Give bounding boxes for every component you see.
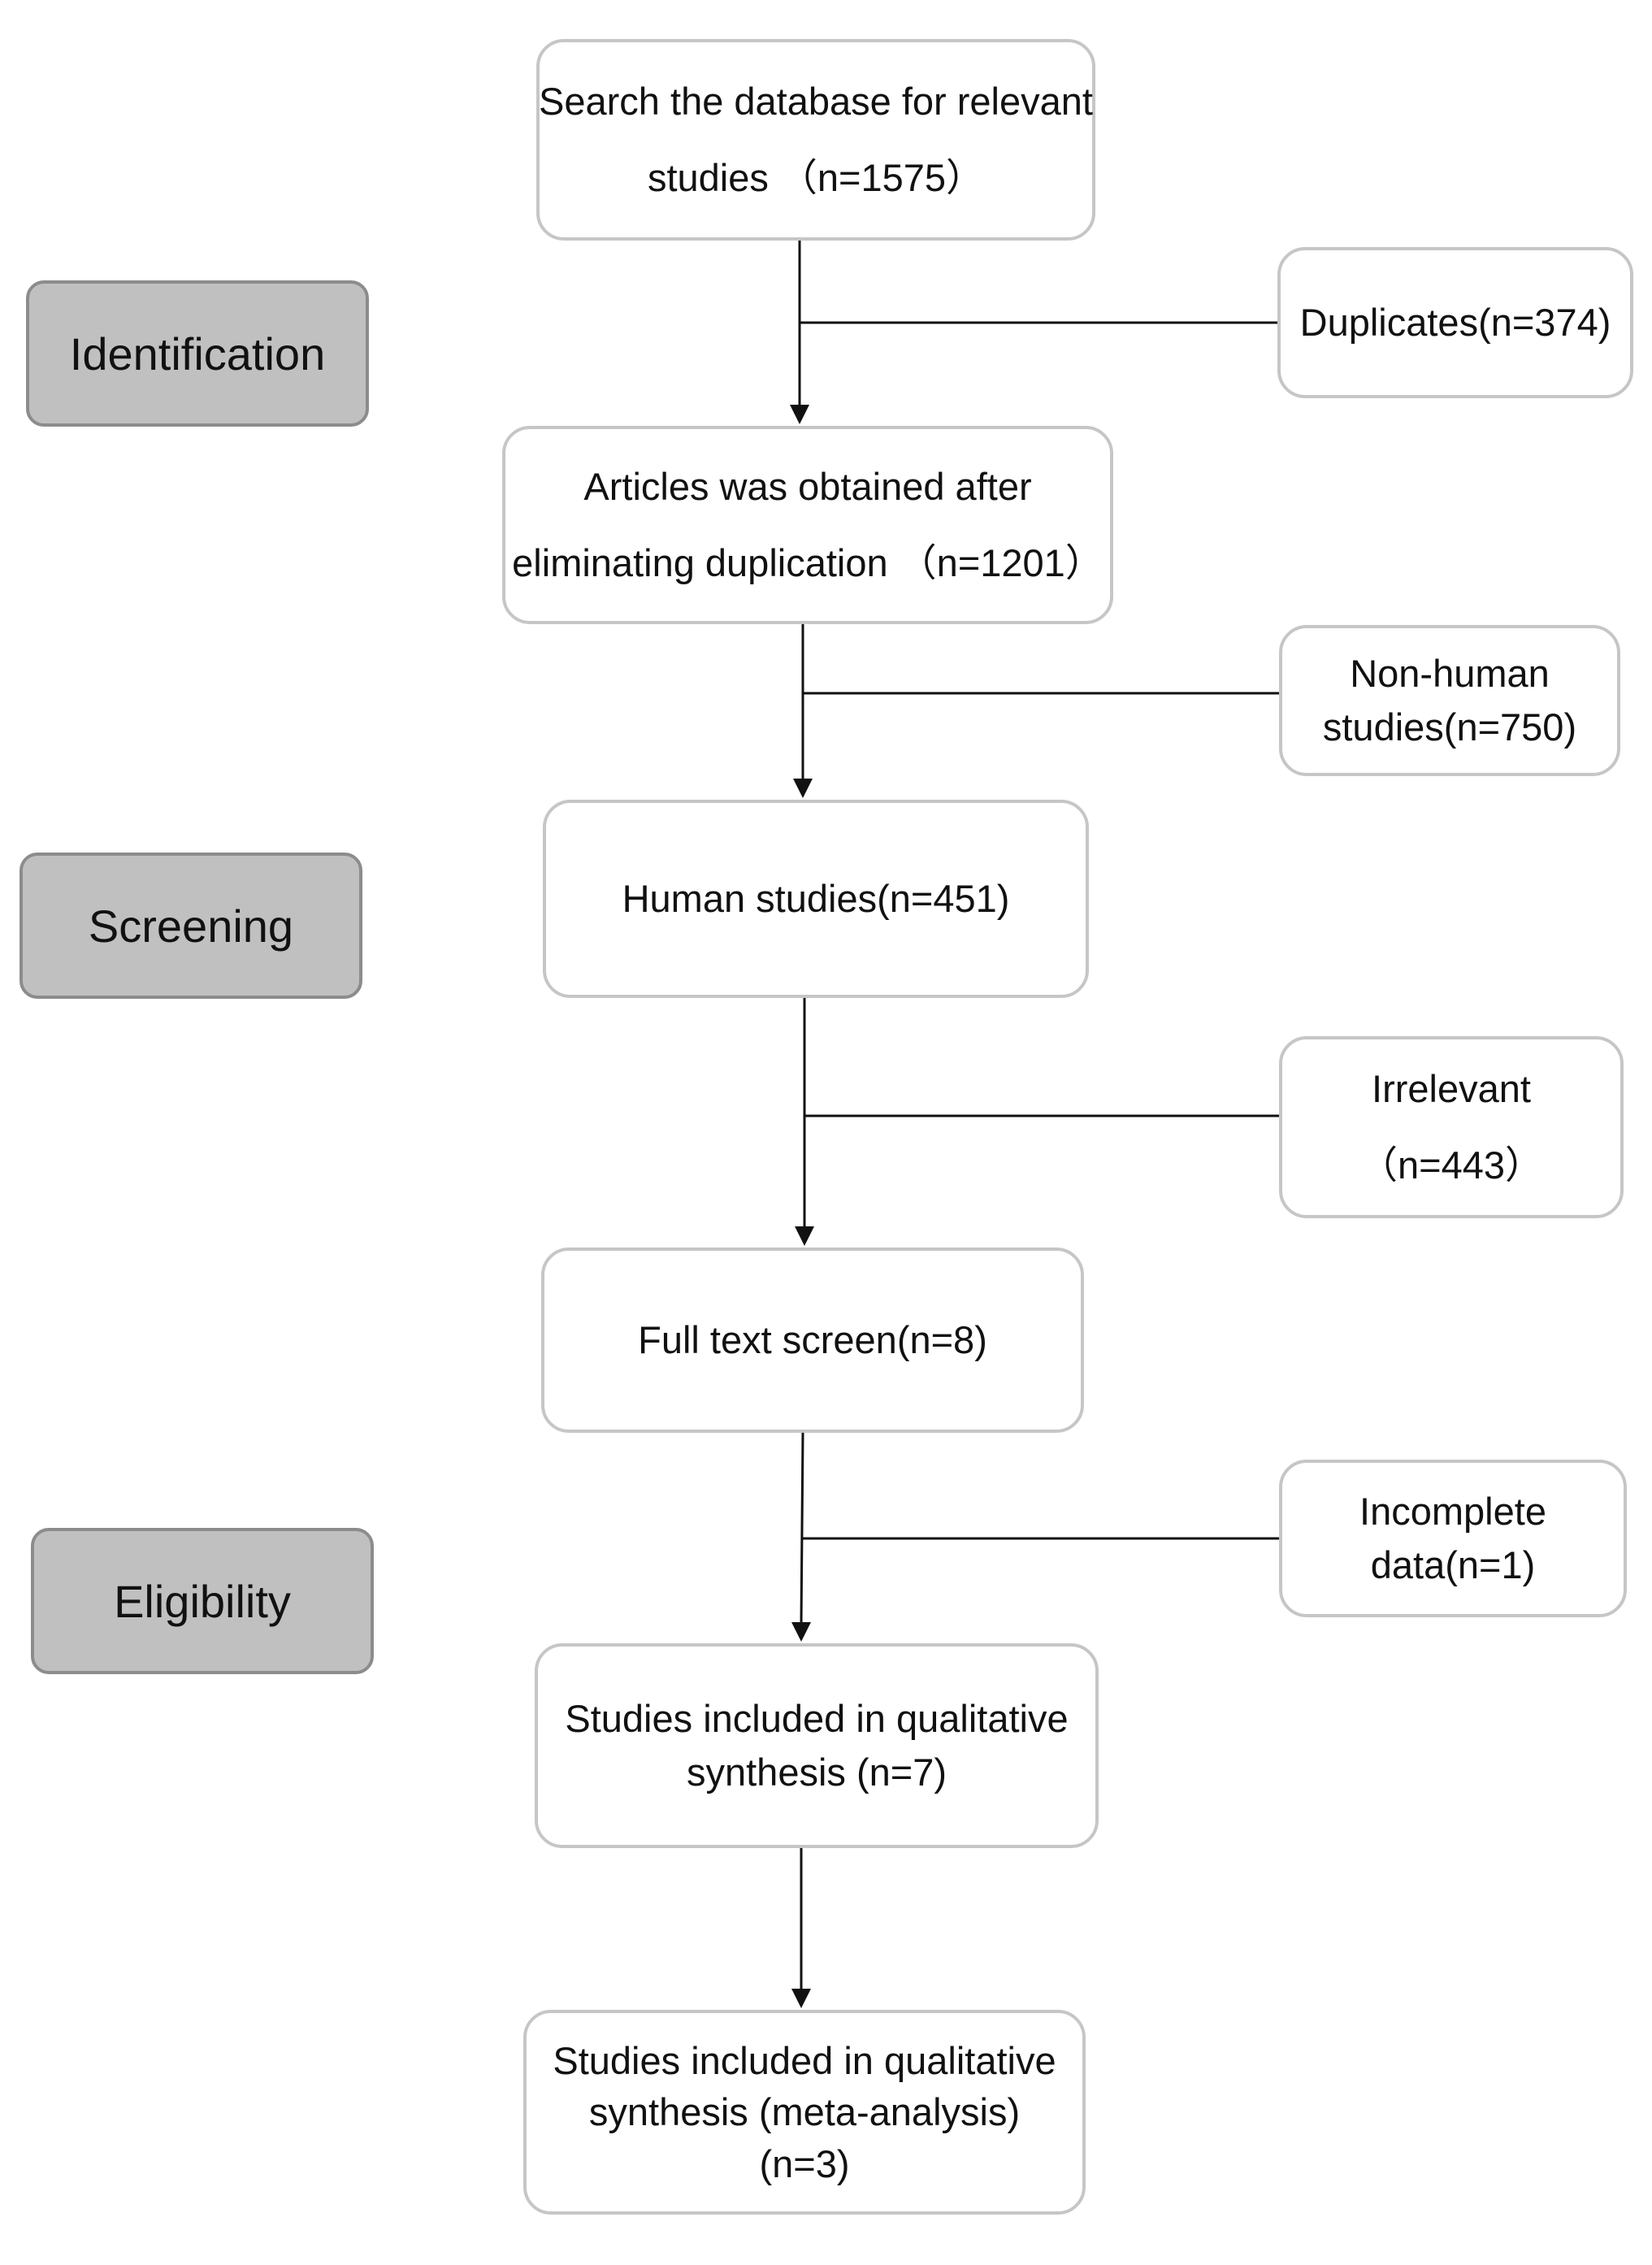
search-line-1: Search the database for relevant xyxy=(539,80,1093,123)
qualitative-line-1: Studies included in qualitative xyxy=(565,1697,1069,1741)
deduplicated-line-1: Articles was obtained after xyxy=(583,465,1032,508)
meta-line-3: (n=3) xyxy=(759,2141,850,2185)
meta-line-1: Studies included in qualitative xyxy=(553,2038,1056,2082)
stage-identification: Identification xyxy=(26,280,369,427)
stage-eligibility: Eligibility xyxy=(31,1528,374,1674)
fulltext-line-1: Full text screen(n=8) xyxy=(638,1318,987,1362)
irrelevant-line-2: （n=443） xyxy=(1359,1143,1543,1187)
stage-eligibility-label: Eligibility xyxy=(114,1575,291,1627)
nonhuman-line-2: studies(n=750) xyxy=(1322,705,1577,748)
deduplicated-articles-box: Articles was obtained after eliminating … xyxy=(502,426,1113,624)
duplicates-exclusion-box: Duplicates(n=374) xyxy=(1277,247,1633,398)
search-database-box: Search the database for relevant studies… xyxy=(536,39,1095,241)
stage-identification-label: Identification xyxy=(69,328,326,380)
full-text-screen-box: Full text screen(n=8) xyxy=(541,1247,1084,1433)
search-line-2: studies （n=1575） xyxy=(647,156,985,199)
qualitative-line-2: synthesis (n=7) xyxy=(686,1751,947,1794)
arrow-fulltext-to-qualitative xyxy=(800,1432,804,1625)
human-studies-box: Human studies(n=451) xyxy=(543,800,1089,998)
human-line-1: Human studies(n=451) xyxy=(622,877,1010,921)
arrowhead-5 xyxy=(791,1989,811,2008)
duplicates-line-1: Duplicates(n=374) xyxy=(1299,301,1611,345)
irrelevant-exclusion-box: Irrelevant （n=443） xyxy=(1279,1036,1624,1218)
arrowhead-4 xyxy=(791,1622,811,1642)
qualitative-synthesis-box: Studies included in qualitative synthesi… xyxy=(535,1643,1099,1848)
incomplete-line-2: data(n=1) xyxy=(1370,1543,1536,1586)
arrowhead-3 xyxy=(795,1226,814,1246)
incomplete-line-1: Incomplete xyxy=(1359,1490,1546,1534)
arrowhead-1 xyxy=(790,405,809,424)
nonhuman-line-1: Non-human xyxy=(1350,652,1550,696)
incomplete-data-exclusion-box: Incomplete data(n=1) xyxy=(1279,1460,1627,1617)
non-human-exclusion-box: Non-human studies(n=750) xyxy=(1279,625,1620,776)
arrowhead-2 xyxy=(793,779,813,798)
deduplicated-line-2: eliminating duplication （n=1201） xyxy=(512,541,1104,584)
stage-screening-label: Screening xyxy=(88,900,294,952)
meta-analysis-box: Studies included in qualitative synthesi… xyxy=(523,2010,1086,2215)
irrelevant-line-1: Irrelevant xyxy=(1372,1067,1531,1110)
meta-line-2: synthesis (meta-analysis) xyxy=(588,2090,1021,2134)
stage-screening: Screening xyxy=(20,853,362,999)
